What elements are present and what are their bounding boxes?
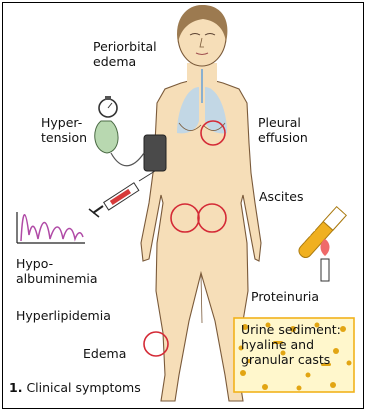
- albumin-graph: [17, 212, 85, 243]
- caption-text: Clinical symptoms: [26, 380, 140, 395]
- label-periorbital-edema: Periorbital edema: [93, 39, 157, 69]
- bp-tube: [111, 153, 144, 166]
- burner: [321, 259, 329, 281]
- label-edema: Edema: [83, 346, 126, 361]
- label-proteinuria: Proteinuria: [251, 289, 319, 304]
- syringe-icon: [89, 171, 155, 217]
- label-ascites: Ascites: [259, 189, 304, 204]
- caption: 1. Clinical symptoms: [9, 380, 141, 395]
- label-hyperlipidemia: Hyperlipidemia: [16, 308, 111, 323]
- bp-cuff: [144, 135, 166, 171]
- label-hypoalbuminemia: Hypo- albuminemia: [16, 256, 98, 286]
- label-hypertension: Hyper- tension: [41, 115, 87, 145]
- label-pleural-effusion: Pleural effusion: [258, 115, 308, 145]
- diagram-frame: Periorbital edema Hyper- tension Pleural…: [2, 2, 364, 409]
- caption-number: 1.: [9, 380, 22, 395]
- bp-bulb: [95, 121, 118, 153]
- leg-line: [201, 275, 202, 323]
- graph-curve: [21, 215, 83, 241]
- test-tube-icon: [296, 207, 346, 281]
- label-urine-sediment: Urine sediment: hyaline and granular cas…: [241, 322, 341, 367]
